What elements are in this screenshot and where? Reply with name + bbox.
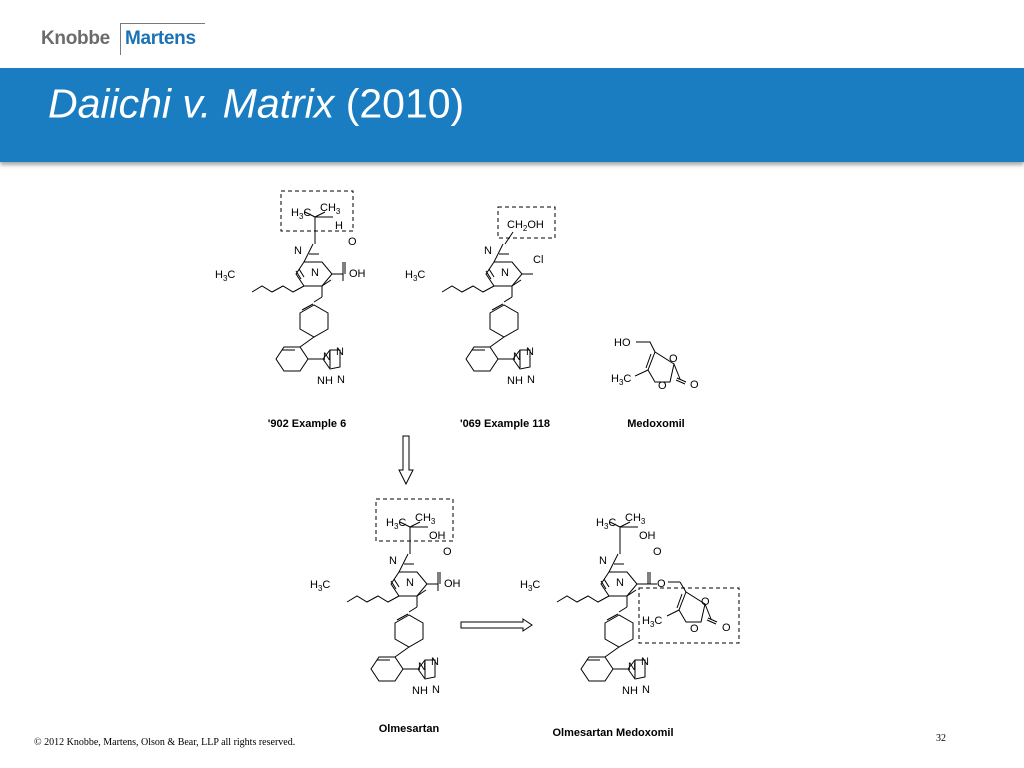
atom-n: N — [526, 346, 534, 358]
atom-o: O — [722, 622, 731, 634]
atom-ho: HO — [614, 337, 631, 349]
atom-o: O — [690, 623, 699, 635]
atom-oh: OH — [639, 530, 656, 542]
atom-oh: OH — [429, 530, 446, 542]
atom-o: O — [658, 380, 667, 392]
atom-n: N — [642, 684, 650, 696]
title-banner: Daiichi v. Matrix (2010) — [0, 68, 1024, 162]
atom-h3c: H3C — [611, 373, 631, 387]
atom-o: O — [443, 546, 452, 558]
atom-n: N — [513, 351, 521, 363]
copyright-footer: © 2012 Knobbe, Martens, Olson & Bear, LL… — [34, 737, 296, 748]
atom-ch3: CH3 — [625, 512, 646, 526]
atom-n: N — [641, 656, 649, 668]
atom-h3c: H3C — [405, 269, 425, 283]
atom-h: H — [335, 220, 343, 232]
atom-oh: OH — [444, 578, 461, 590]
atom-h3c: H3C — [386, 517, 406, 531]
atom-n: N — [389, 555, 397, 567]
structure-902-example-6: H3C CH3 H N N O OH H3C N N N NH — [215, 190, 366, 387]
atom-n: N — [323, 351, 331, 363]
structure-olmesartan-medoxomil: H3C CH3 OH N N O O O O O H3C H3C N N N N… — [520, 512, 740, 697]
atom-n: N — [337, 374, 345, 386]
atom-n: N — [616, 577, 624, 589]
atom-o: O — [690, 379, 699, 391]
atom-o: O — [348, 236, 357, 248]
atom-ch3: CH3 — [320, 202, 341, 216]
atom-h3c: H3C — [310, 579, 330, 593]
case-name: Daiichi v. Matrix — [48, 80, 335, 127]
atom-n: N — [432, 684, 440, 696]
down-arrow-icon — [398, 435, 414, 486]
atom-o: O — [653, 546, 662, 558]
atom-cl: Cl — [533, 254, 543, 266]
atom-n: N — [628, 661, 636, 673]
atom-h3c: H3C — [596, 517, 616, 531]
structure-069-example-118: CH2OH N N Cl H3C N N N NH — [405, 206, 556, 387]
atom-h3c: H3C — [215, 269, 235, 283]
slide-title: Daiichi v. Matrix (2010) — [48, 81, 464, 128]
atom-n: N — [336, 346, 344, 358]
atom-n: N — [294, 245, 302, 257]
structure-olmesartan: H3C CH3 OH N N O OH H3C N N N NH — [310, 498, 461, 697]
atom-n: N — [527, 374, 535, 386]
medoxomil-labels: HO O O O H3C — [611, 337, 699, 392]
structure-medoxomil — [634, 341, 687, 385]
atom-ch3: CH3 — [415, 512, 436, 526]
label-olmesartan-medoxomil: Olmesartan Medoxomil — [552, 727, 673, 739]
logo-bracket — [120, 23, 205, 55]
atom-n: N — [599, 555, 607, 567]
atom-n: N — [311, 267, 319, 279]
label-902-example-6: '902 Example 6 — [268, 418, 346, 430]
case-year: (2010) — [345, 80, 465, 127]
logo-word-martens: Martens — [125, 28, 196, 49]
atom-o: O — [701, 596, 710, 608]
label-olmesartan: Olmesartan — [379, 723, 440, 735]
atom-n: N — [418, 661, 426, 673]
atom-o: O — [669, 353, 678, 365]
right-arrow-icon — [460, 618, 533, 632]
logo-word-knobbe: Knobbe — [41, 28, 110, 49]
label-medoxomil: Medoxomil — [627, 418, 684, 430]
atom-n: N — [484, 245, 492, 257]
label-069-example-118: '069 Example 118 — [460, 418, 550, 430]
atom-h3c: H3C — [291, 207, 311, 221]
atom-h3c: H3C — [520, 579, 540, 593]
atom-nh: NH — [507, 375, 523, 387]
atom-nh: NH — [412, 685, 428, 697]
atom-nh: NH — [317, 375, 333, 387]
atom-oh: OH — [349, 268, 366, 280]
atom-nh: NH — [622, 685, 638, 697]
atom-n: N — [431, 656, 439, 668]
atom-n: N — [406, 577, 414, 589]
atom-ch2oh: CH2OH — [507, 219, 544, 233]
atom-o: O — [657, 578, 666, 590]
page-number: 32 — [936, 733, 946, 744]
atom-h3c: H3C — [642, 615, 662, 629]
atom-n: N — [501, 267, 509, 279]
